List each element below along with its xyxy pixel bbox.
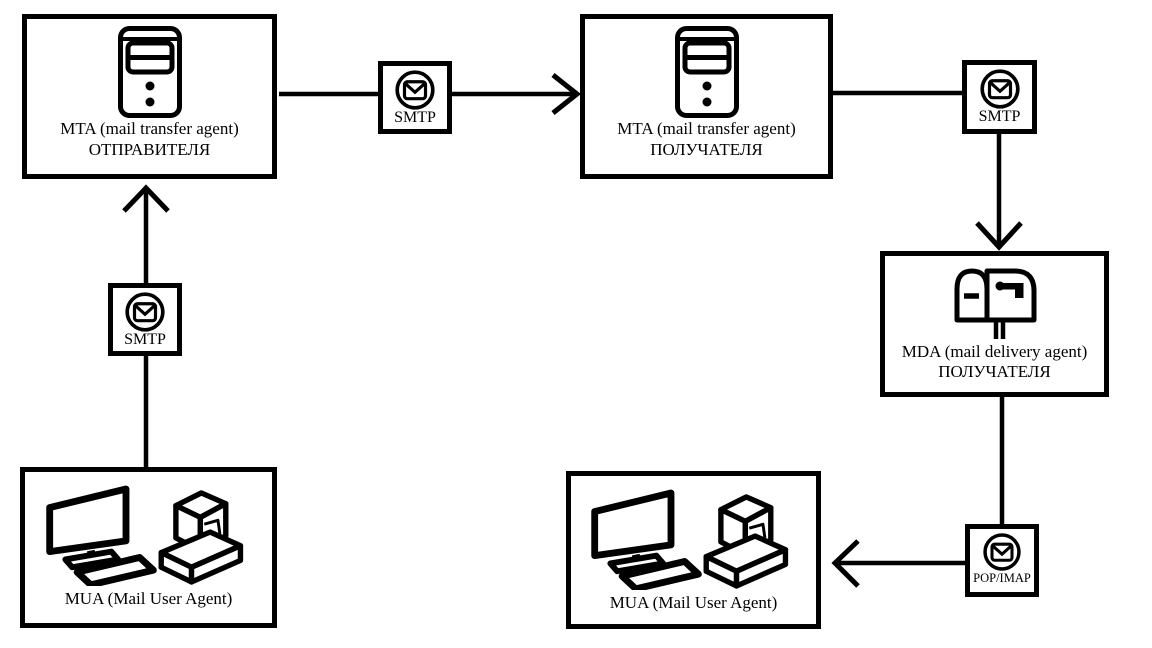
node-subtitle: ПОЛУЧАТЕЛЯ [938,362,1051,381]
arrowhead-left-icon [831,539,860,588]
protocol-smtp-mta-to-mta: SMTP [378,61,452,134]
node-mua-receiver: MUA (Mail User Agent) [566,471,821,629]
workstation-icon [36,482,261,586]
protocol-smtp-mta-to-mda: SMTP [962,60,1037,134]
arrowhead-down-icon [975,221,1023,251]
envelope-icon [395,70,435,110]
server-icon [674,26,739,118]
protocol-pop-imap: POP/IMAP [965,524,1039,597]
node-subtitle: ОТПРАВИТЕЛЯ [88,140,211,159]
envelope-icon [983,533,1021,571]
envelope-icon [125,292,165,332]
protocol-label: SMTP [978,108,1021,125]
envelope-icon [979,69,1020,109]
node-mta-sender: MTA (mail transfer agent) ОТПРАВИТЕЛЯ [22,14,277,179]
node-title: MUA (Mail User Agent) [64,589,233,608]
node-title: MTA (mail transfer agent) [617,119,796,138]
protocol-label: SMTP [124,331,166,348]
arrowhead-right-icon [551,73,582,115]
protocol-label: POP/IMAP [973,571,1031,585]
server-icon [117,26,182,118]
node-title: MTA (mail transfer agent) [60,119,239,138]
node-mua-sender: MUA (Mail User Agent) [20,467,277,628]
node-subtitle: ПОЛУЧАТЕЛЯ [650,140,763,159]
protocol-label: SMTP [394,109,436,126]
arrowhead-up-icon [122,184,170,213]
workstation-icon [581,486,806,590]
node-title: MUA (Mail User Agent) [609,593,778,612]
mailbox-icon [953,268,1037,342]
node-mda-receiver: MDA (mail delivery agent) ПОЛУЧАТЕЛЯ [880,251,1109,397]
node-mta-receiver: MTA (mail transfer agent) ПОЛУЧАТЕЛЯ [580,14,833,179]
node-title: MDA (mail delivery agent) [901,342,1088,361]
protocol-smtp-mua-to-mta: SMTP [108,283,182,356]
